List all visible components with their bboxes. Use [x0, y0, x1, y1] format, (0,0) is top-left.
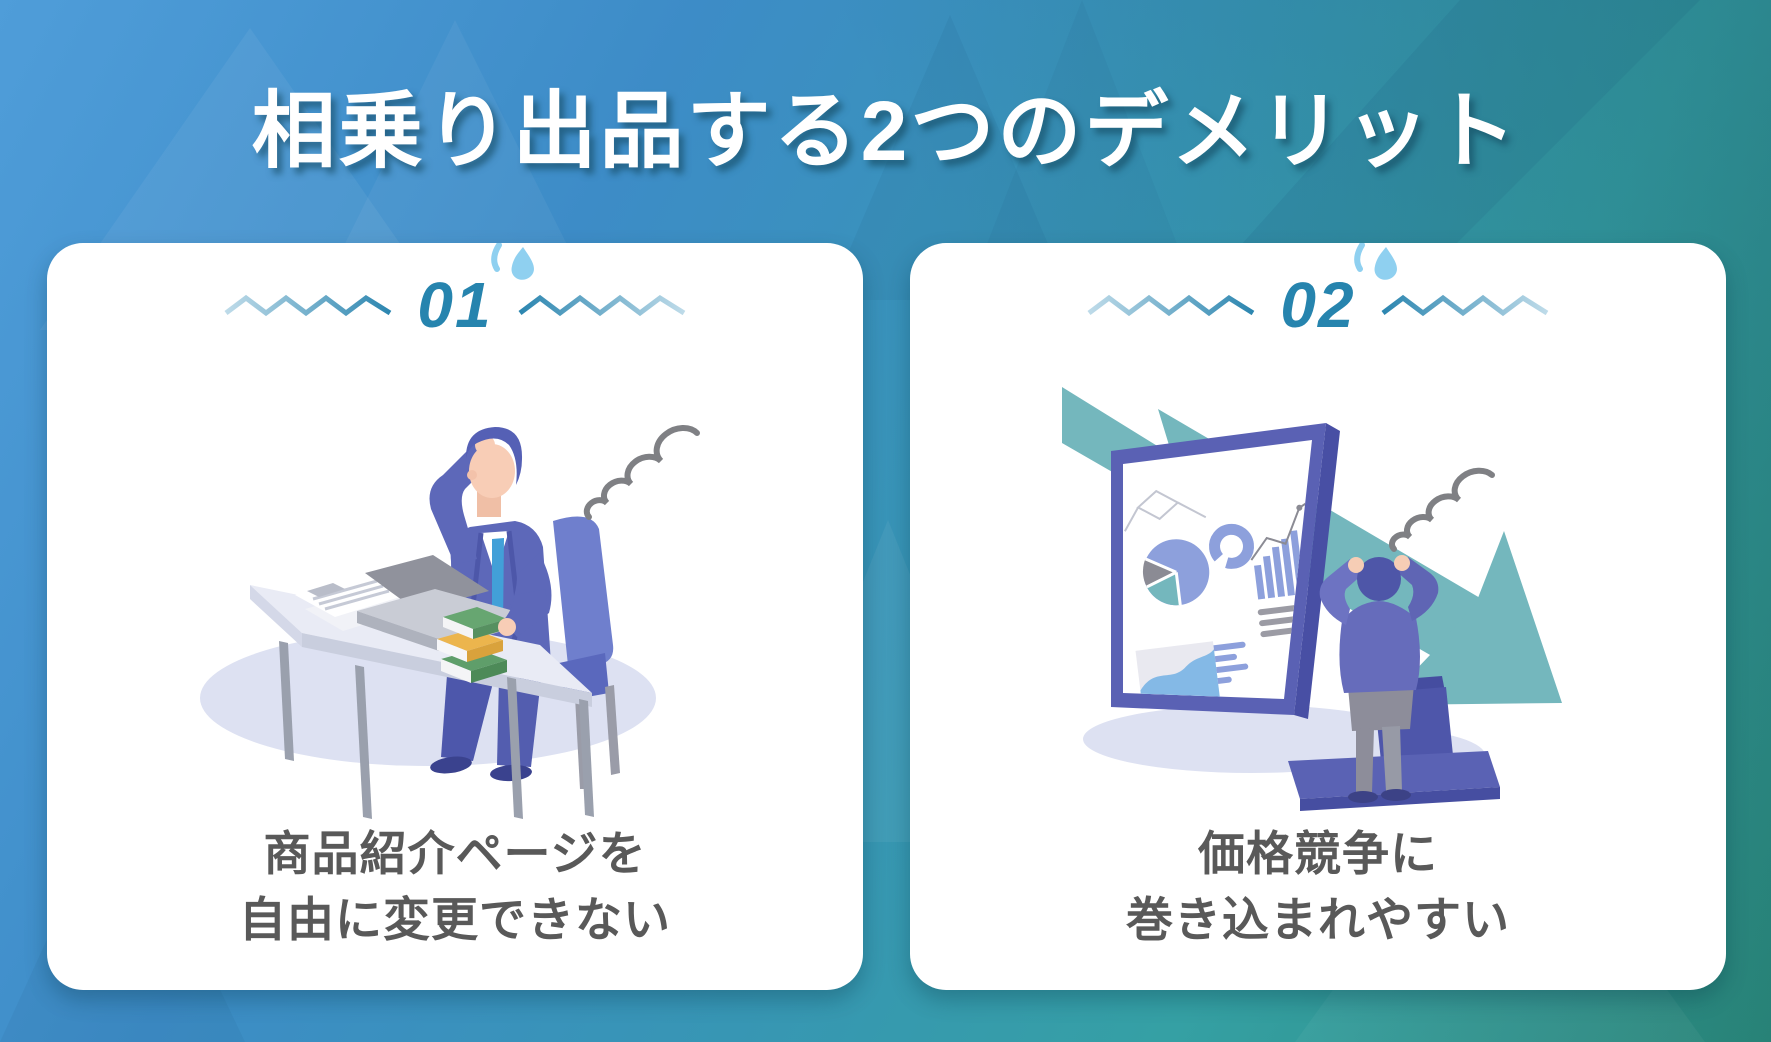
confusion-scribble-icon	[583, 425, 700, 520]
zigzag-divider-right	[518, 294, 685, 317]
card-2-header: 02	[910, 243, 1726, 347]
card-2-caption-line-1: 価格競争に	[1198, 826, 1438, 880]
card-1-caption: 商品紹介ページを 自由に変更できない	[47, 821, 863, 954]
sweat-drops-icon	[490, 243, 534, 280]
card-2-caption: 価格競争に 巻き込まれやすい	[910, 821, 1726, 954]
card-2-number-wrap: 02	[1280, 243, 1397, 337]
falling-arrow-head	[1382, 531, 1562, 705]
page-title: 相乗り出品する2つのデメリット	[251, 84, 1520, 178]
zigzag-divider-right	[1381, 294, 1548, 317]
card-1-number: 01	[417, 269, 493, 341]
card-1-caption-line-2: 自由に変更できない	[239, 893, 671, 947]
card-2-caption-line-2: 巻き込まれやすい	[1126, 893, 1510, 947]
card-1-caption-line-1: 商品紹介ページを	[263, 826, 647, 880]
zigzag-divider-left	[224, 294, 392, 317]
card-2-number: 02	[1280, 269, 1356, 341]
card-1-header: 01	[47, 243, 863, 347]
confusion-scribble-icon	[1389, 467, 1495, 552]
demerit-card-1: 01	[47, 243, 863, 990]
price-competition-illustration	[1062, 387, 1562, 811]
confused-businessman-illustration	[200, 425, 700, 819]
demerit-card-2: 02	[910, 243, 1726, 990]
zigzag-divider-left	[1087, 294, 1255, 317]
card-1-number-wrap: 01	[417, 243, 534, 337]
sweat-drops-icon	[1353, 243, 1397, 280]
